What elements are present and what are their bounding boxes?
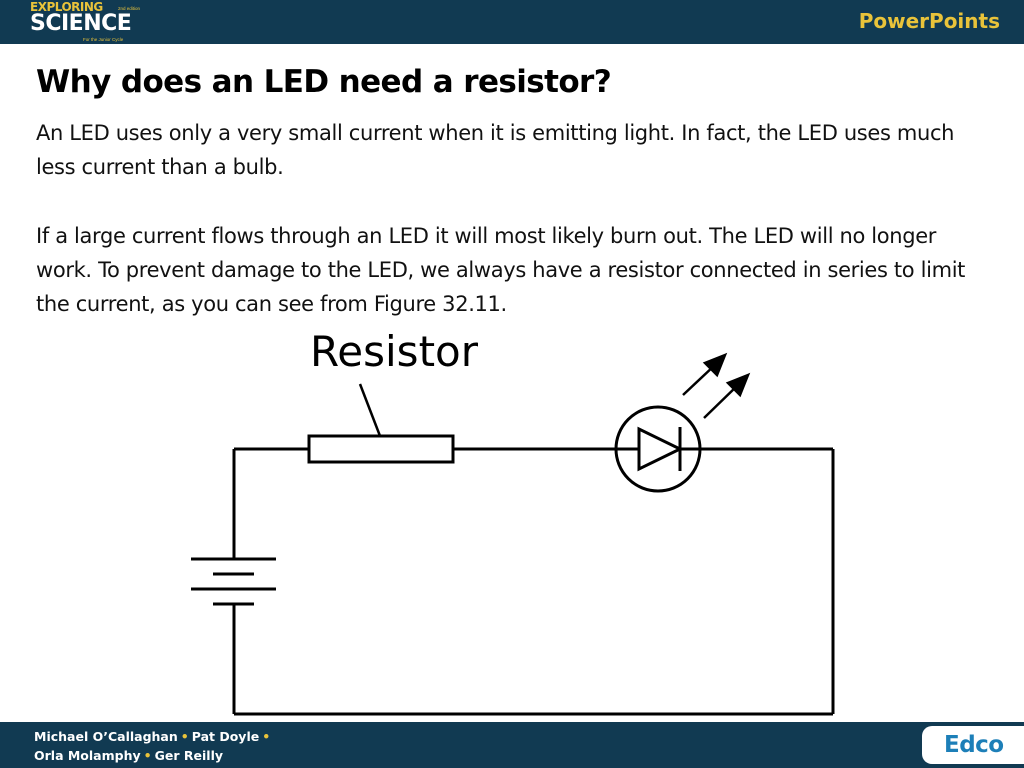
author-name: Ger Reilly	[154, 748, 223, 763]
circuit-diagram-svg: Resistor	[191, 327, 835, 716]
header-bar: EXPLORING 2nd edition SCIENCE For the Ju…	[0, 0, 1024, 44]
logo-main-text: SCIENCE	[30, 11, 132, 36]
light-emission-arrows	[682, 352, 751, 419]
resistor-symbol	[307, 383, 455, 464]
author-name: Pat Doyle	[191, 729, 260, 744]
footer-bar: Michael O’Callaghan•Pat Doyle• Orla Mola…	[0, 722, 1024, 768]
battery-symbol	[191, 557, 276, 606]
circuit-diagram: Resistor	[180, 322, 880, 724]
logo-top-text: EXPLORING	[30, 0, 103, 14]
slide-title: Why does an LED need a resistor?	[36, 64, 612, 100]
circuit-wires	[232, 447, 835, 716]
led-symbol	[614, 405, 702, 493]
separator-dot: •	[143, 748, 152, 763]
exploring-science-logo: EXPLORING 2nd edition SCIENCE For the Ju…	[30, 1, 140, 43]
body-paragraph-2: If a large current flows through an LED …	[36, 224, 966, 316]
brand-title: PowerPoints	[858, 9, 1000, 33]
resistor-label: Resistor	[310, 327, 479, 376]
edco-logo: Edco	[922, 726, 1024, 764]
logo-edition-text: 2nd edition	[118, 6, 141, 11]
author-credits: Michael O’Callaghan•Pat Doyle• Orla Mola…	[34, 727, 273, 765]
author-line-2: Orla Molamphy•Ger Reilly	[34, 746, 273, 765]
logo-sub-text: For the Junior Cycle	[83, 37, 124, 42]
author-line-1: Michael O’Callaghan•Pat Doyle•	[34, 727, 273, 746]
author-name: Michael O’Callaghan	[34, 729, 178, 744]
publisher-name: Edco	[944, 732, 1004, 758]
separator-dot: •	[180, 729, 189, 744]
author-name: Orla Molamphy	[34, 748, 141, 763]
body-paragraph-1: An LED uses only a very small current wh…	[36, 121, 955, 179]
separator-dot: •	[262, 729, 271, 744]
